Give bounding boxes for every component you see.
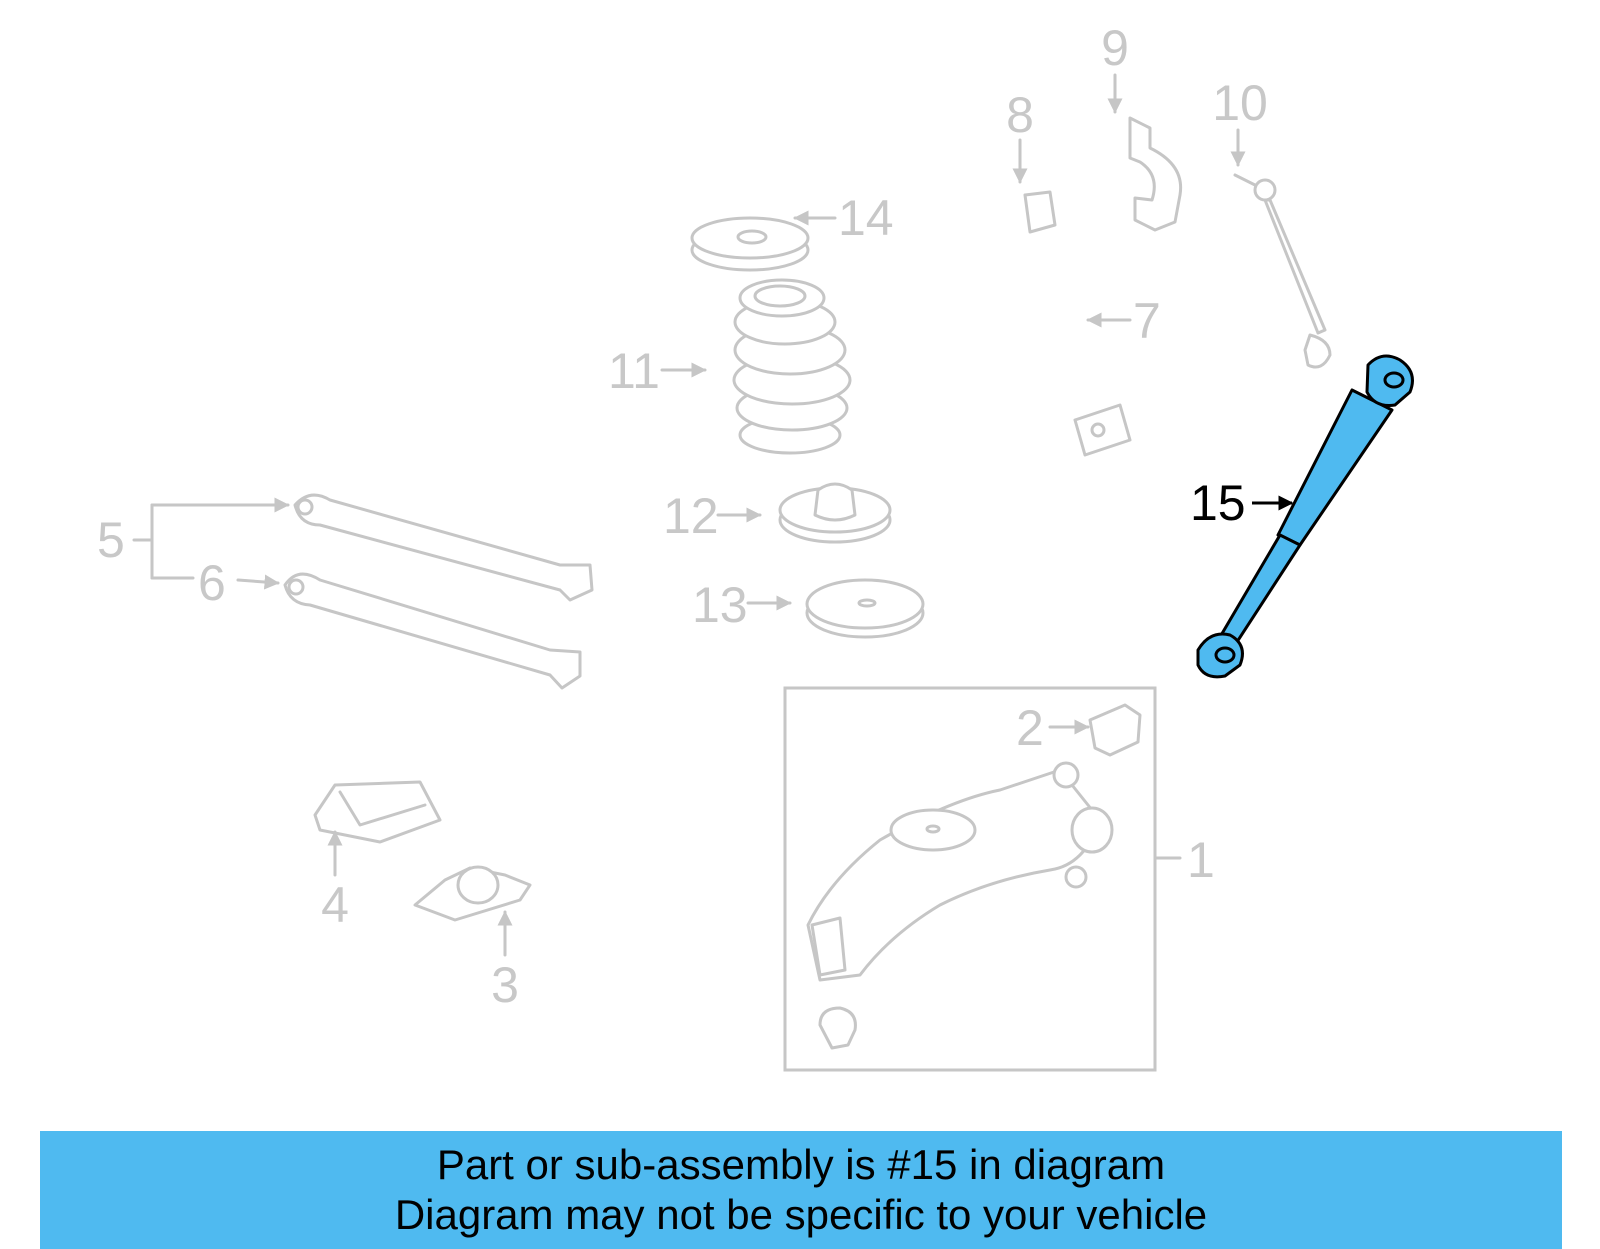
shock-upper-eye	[1383, 371, 1405, 389]
callout-11: 11	[608, 343, 660, 399]
callout-10: 10	[1212, 75, 1268, 131]
callout-1: 1	[1187, 832, 1215, 888]
callout-4: 4	[321, 877, 349, 933]
shock-body	[1276, 388, 1394, 547]
shock-lower-eye	[1214, 646, 1236, 664]
info-banner: Part or sub-assembly is #15 in diagram D…	[40, 1131, 1562, 1249]
lower-control-arm[interactable]	[806, 761, 1114, 1050]
jounce-bumper[interactable]	[778, 482, 892, 544]
banner-line-part: Part or sub-assembly is #15 in diagram	[436, 1141, 1166, 1188]
bushing-bracket[interactable]	[1128, 116, 1183, 232]
callout-7: 7	[1133, 293, 1161, 349]
callout-12: 12	[663, 488, 719, 544]
control-arm-bushing[interactable]	[1088, 703, 1142, 757]
parts-diagram: 9 8 10 14 7 11 12 13 5 6 4 3 2 1 15	[97, 20, 1414, 1072]
shock-rod	[1218, 533, 1302, 647]
shock-absorber[interactable]	[1196, 354, 1414, 679]
stabilizer-link[interactable]	[1233, 173, 1332, 369]
banner-line-disclaimer: Diagram may not be specific to your vehi…	[394, 1191, 1208, 1238]
callout-2: 2	[1016, 700, 1044, 756]
callout-5: 5	[97, 512, 125, 568]
stabilizer-bushing[interactable]	[1023, 190, 1057, 234]
mount-bracket[interactable]	[413, 865, 532, 922]
trailing-arm-upper[interactable]	[293, 493, 594, 602]
leader-lines	[132, 73, 1294, 957]
control-arm-callout-box	[783, 686, 1157, 1072]
callout-8: 8	[1006, 87, 1034, 143]
callout-6: 6	[198, 555, 226, 611]
lower-insulator[interactable]	[805, 578, 925, 639]
spring-insulator[interactable]	[690, 216, 810, 272]
callout-numbers: 9 8 10 14 7 11 12 13 5 6 4 3 2 1 15	[97, 20, 1268, 1013]
coil-spring[interactable]	[732, 278, 852, 455]
callout-9: 9	[1101, 20, 1129, 76]
trailing-arm-lower[interactable]	[283, 572, 582, 690]
callout-14: 14	[838, 190, 894, 246]
callout-3: 3	[491, 957, 519, 1013]
callout-13: 13	[692, 577, 748, 633]
callout-15: 15	[1190, 475, 1246, 531]
mount-cover[interactable]	[313, 780, 442, 844]
